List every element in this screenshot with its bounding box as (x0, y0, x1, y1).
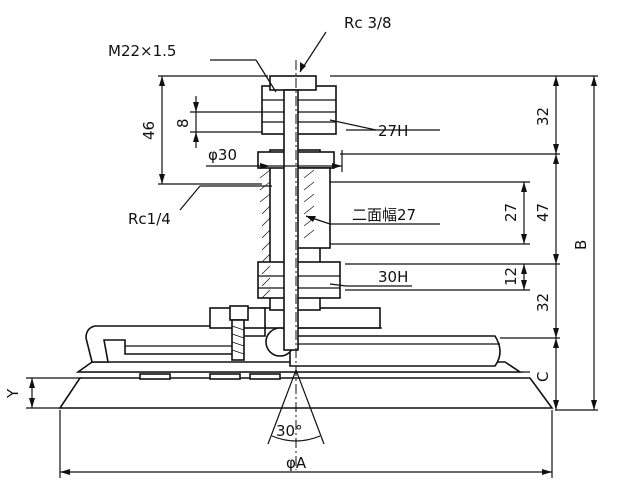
label-rc38: Rc 3/8 (344, 14, 392, 32)
bolt (231, 319, 245, 361)
dim-27: 27 (502, 203, 520, 222)
threaded-stem (269, 75, 317, 91)
dim-12: 12 (502, 267, 520, 286)
holder-disc (289, 335, 501, 367)
label-nimen: 二面幅27 (352, 206, 416, 224)
pad-assembly (58, 60, 554, 470)
annotation-labels: Rc 3/8 M22×1.5 27H φ30 Rc1/4 二面幅27 30H 3… (4, 14, 590, 472)
dim-46: 46 (140, 121, 158, 140)
flange (261, 307, 381, 329)
label-y: Y (4, 388, 22, 399)
rubber-pad (58, 377, 554, 409)
label-angle: 30° (276, 422, 303, 440)
label-phiA: φA (286, 454, 307, 472)
arrowheads (29, 62, 597, 475)
label-30h: 30H (378, 268, 408, 286)
nut-27h (261, 85, 337, 135)
dim-32-top: 32 (534, 107, 552, 126)
dim-32-mid: 32 (534, 293, 552, 312)
dim-c: C (534, 372, 552, 382)
label-27h: 27H (378, 122, 408, 140)
dim-8: 8 (174, 118, 192, 128)
label-rc14: Rc1/4 (128, 210, 171, 228)
dim-b: B (572, 240, 590, 250)
label-phi30: φ30 (208, 146, 237, 164)
label-m22: M22×1.5 (108, 42, 176, 60)
bracket (85, 325, 266, 363)
nut-30h (257, 261, 341, 299)
dim-47: 47 (534, 203, 552, 222)
